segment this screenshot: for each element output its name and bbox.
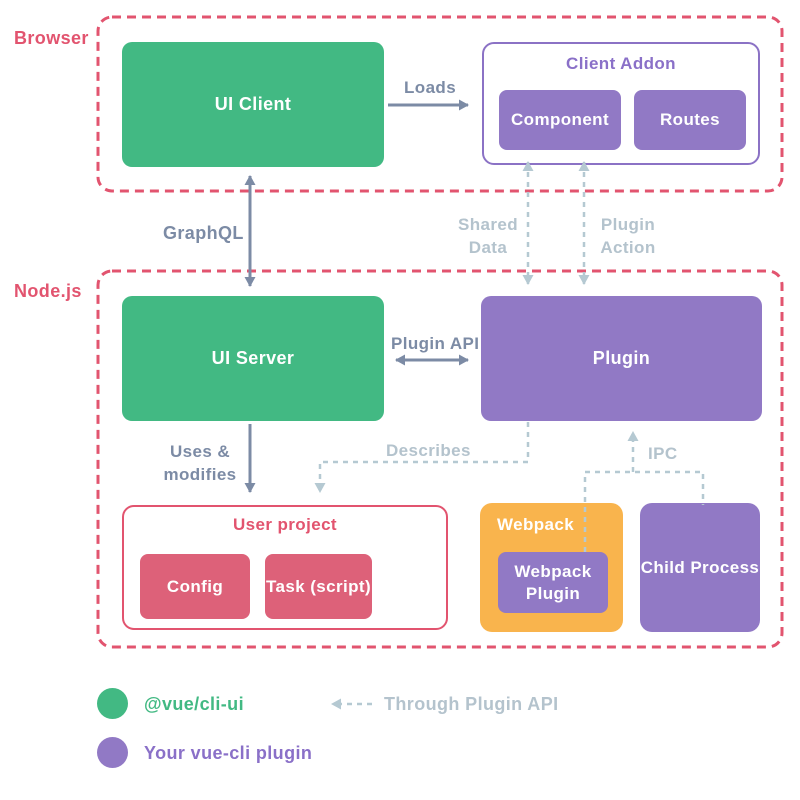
legend-purple-dot [97,737,128,768]
client-addon-group: Client Addon Component Routes [482,42,760,165]
config-label: Config [166,576,224,596]
ui-client-label: UI Client [214,94,292,115]
ui-server-label: UI Server [211,348,295,369]
client-addon-title: Client Addon [566,54,676,73]
webpack-group: Webpack Webpack Plugin [480,503,623,632]
plugin-api-edge-label: Plugin API [391,334,480,353]
plugin-label: Plugin [592,348,651,369]
routes-node: Routes [634,90,746,150]
component-node: Component [499,90,621,150]
legend-your-plugin-label: Your vue-cli plugin [144,743,313,763]
browser-section-label: Browser [14,28,89,48]
describes-edge-label: Describes [386,441,471,460]
task-label: Task (script) [265,576,372,596]
shared-data-edge-label: Shared Data [457,215,519,257]
task-node: Task (script) [265,554,372,619]
child-process-label: Child Process [640,557,760,577]
legend-vue-cli-ui-label: @vue/cli-ui [144,694,244,714]
webpack-plugin-node: Webpack Plugin [498,552,608,613]
ipc-edge-label: IPC [648,444,678,463]
loads-edge-label: Loads [404,78,457,97]
webpack-title: Webpack [497,515,575,534]
legend-through-plugin-api-label: Through Plugin API [384,694,559,714]
component-label: Component [510,110,610,130]
webpack-plugin-label: Webpack Plugin [514,562,592,603]
plugin-node: Plugin [481,296,762,421]
config-node: Config [140,554,250,619]
user-project-title: User project [232,515,337,534]
child-process-node: Child Process [640,503,760,632]
ui-client-node: UI Client [122,42,384,167]
legend-green-dot [97,688,128,719]
user-project-group: User project Config Task (script) [122,505,448,630]
nodejs-section-label: Node.js [14,281,82,301]
ui-server-node: UI Server [122,296,384,421]
graphql-edge-label: GraphQL [163,223,244,243]
uses-modifies-edge-label: Uses & modifies [163,442,237,484]
routes-label: Routes [659,110,721,130]
plugin-action-edge-label: Plugin Action [600,215,656,257]
